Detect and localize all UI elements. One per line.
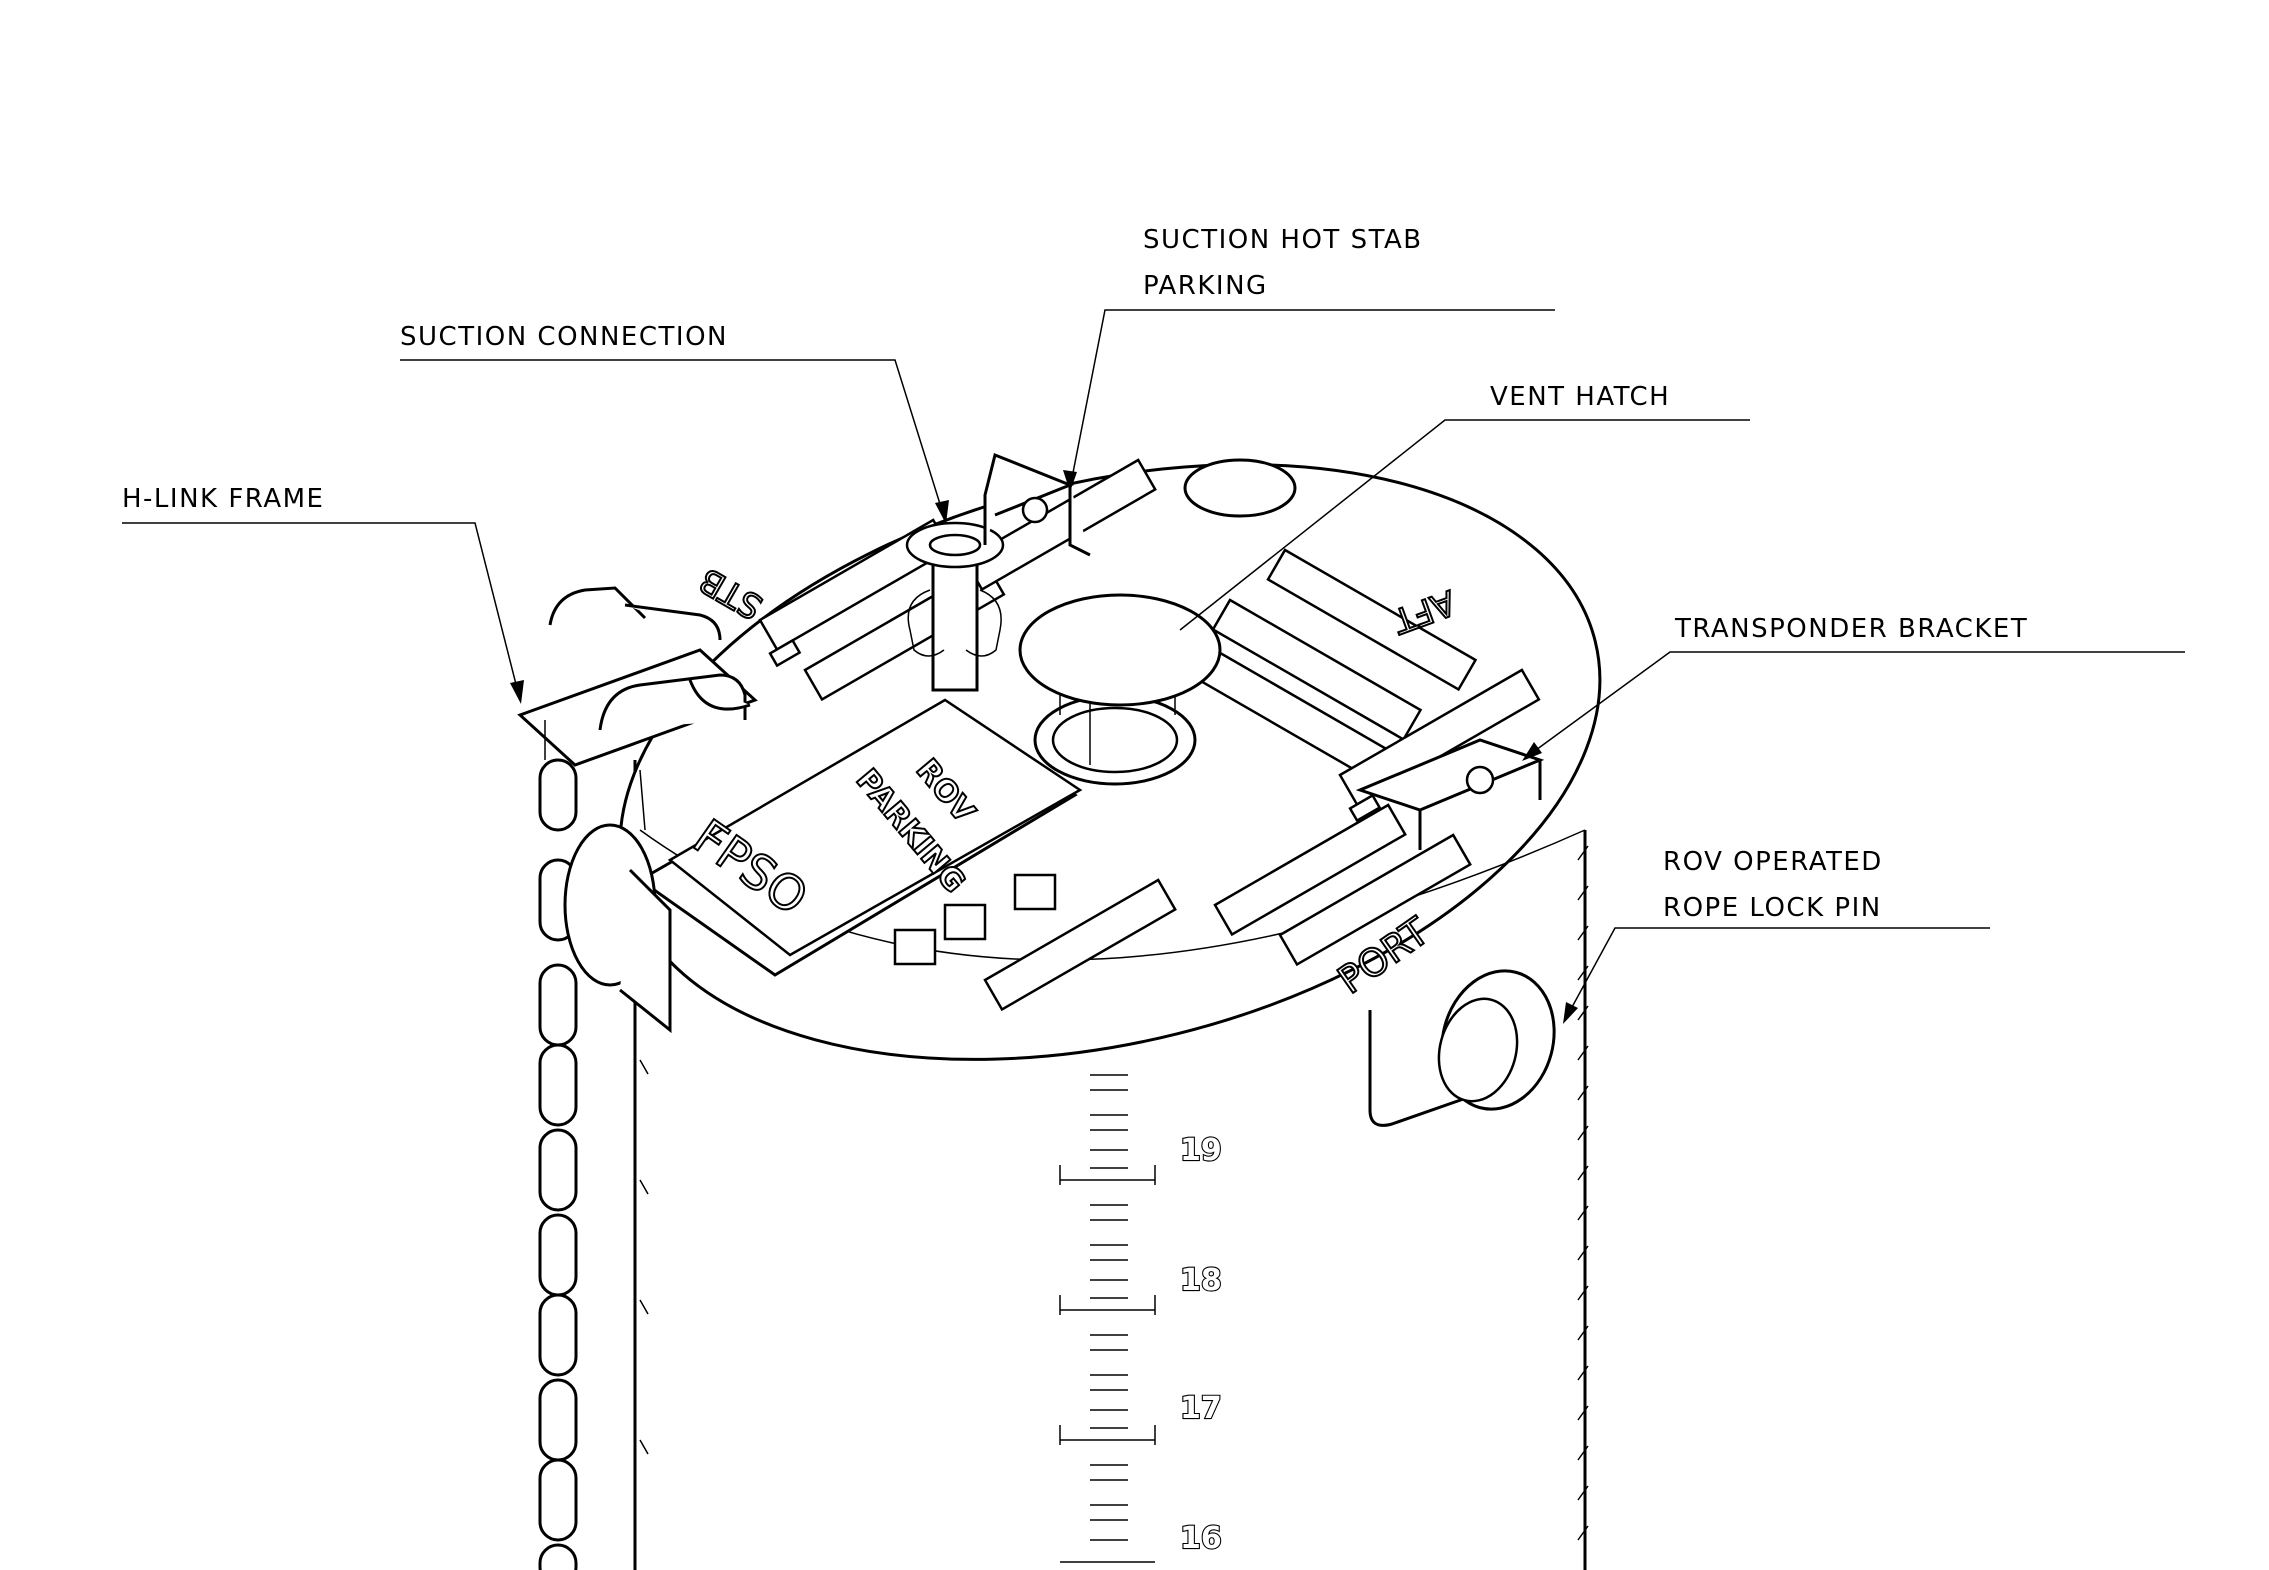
scale-mark-18: 18 [1180, 1263, 1222, 1298]
hot-stab-parking-bracket [983, 452, 1091, 557]
scale-mark-16: 16 [1180, 1521, 1222, 1556]
label-transponder-bracket: TRANSPONDER BRACKET [1674, 614, 2028, 644]
label-rope-lock-pin: ROV OPERATED [1663, 847, 1883, 877]
callout-leaders [122, 309, 2185, 1024]
rope-lock-pin-assembly [1368, 969, 1556, 1127]
depth-scale [1059, 1074, 1156, 1563]
vent-hatch [1018, 593, 1222, 786]
anchor-chain [538, 758, 578, 1570]
label-suction-hot-stab-parking-2: PARKING [1143, 271, 1268, 301]
scale-mark-17: 17 [1180, 1391, 1222, 1426]
aft-fitting [1183, 458, 1297, 518]
leader-vent-hatch [1179, 419, 1750, 631]
chain-sheave [563, 823, 672, 1034]
leader-h-link-frame [122, 522, 524, 704]
h-link-frame [517, 586, 758, 831]
label-rope-lock-pin-2: ROPE LOCK PIN [1663, 893, 1882, 923]
rov-parking-plate [637, 698, 1083, 977]
label-suction-connection: SUCTION CONNECTION [400, 322, 728, 352]
deck-bars [758, 458, 1541, 1012]
transponder-bracket [1355, 738, 1545, 850]
leader-suction-hot-stab [1063, 309, 1555, 492]
leader-suction-connection [400, 359, 949, 524]
suction-connection [905, 521, 1005, 692]
weld-hatching [639, 845, 1589, 1541]
scale-mark-19: 19 [1180, 1133, 1222, 1168]
leader-rope-lock-pin [1563, 927, 1990, 1024]
label-suction-hot-stab-parking: SUCTION HOT STAB [1143, 225, 1423, 255]
leader-transponder-bracket [1522, 651, 2185, 761]
label-vent-hatch: VENT HATCH [1490, 382, 1670, 412]
label-h-link-frame: H-LINK FRAME [122, 484, 324, 514]
